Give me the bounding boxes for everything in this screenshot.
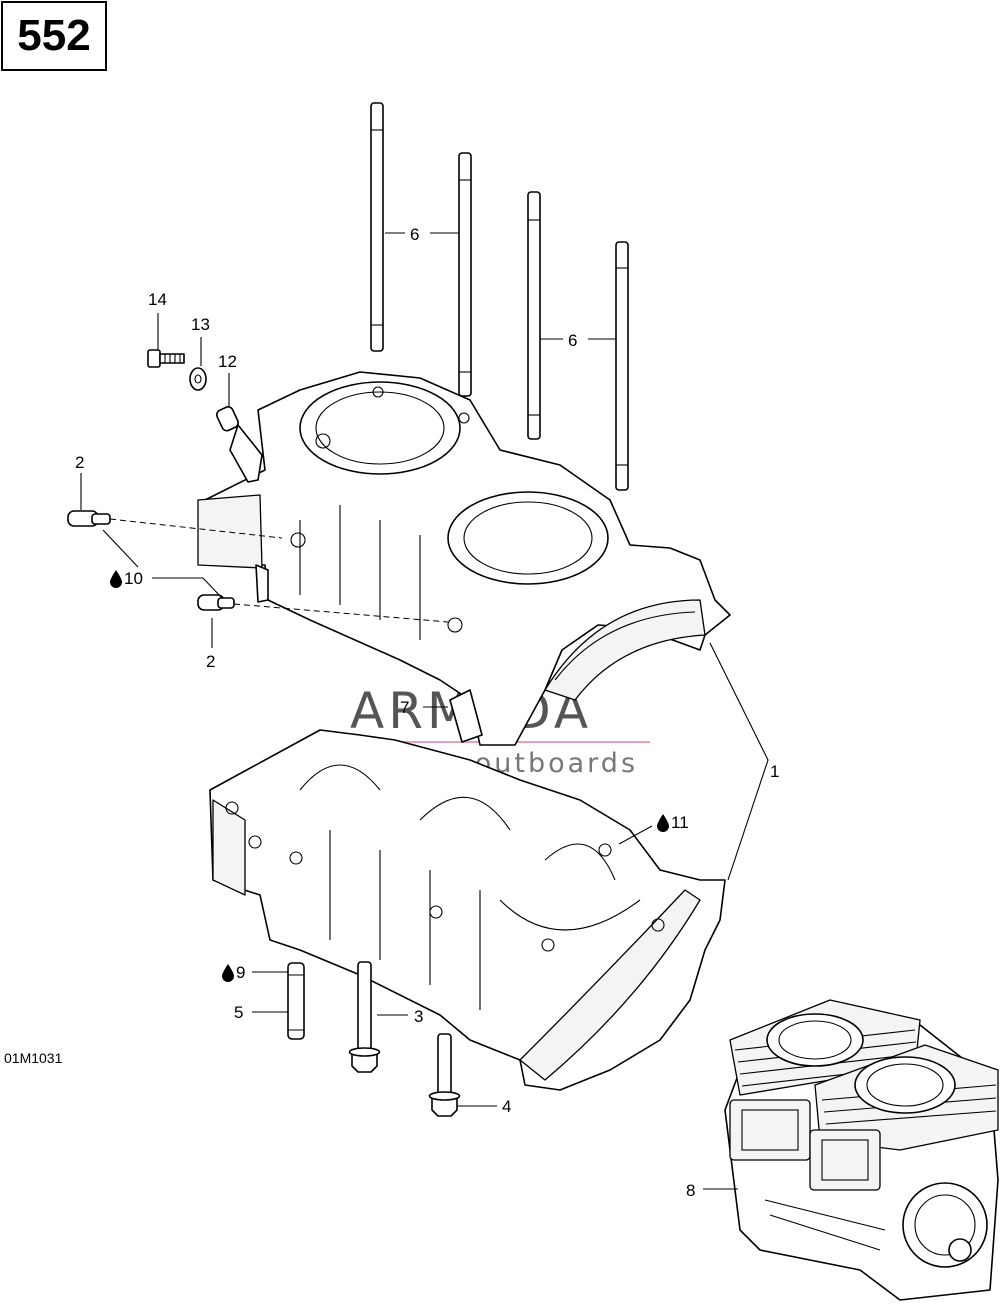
oil-drop-icon: [110, 570, 122, 588]
reference-code: 01M1031: [4, 1050, 63, 1066]
fitting-2-upper: [67, 510, 111, 527]
callout-10: 10: [124, 569, 143, 588]
stud-5: [287, 962, 305, 1040]
callout-3: 3: [414, 1007, 423, 1026]
page-number: 552: [1, 1, 107, 71]
upper-crankcase: [197, 371, 731, 746]
engine-assembly-8: [724, 999, 999, 1301]
fitting-2-lower: [197, 594, 235, 611]
callout-5: 5: [234, 1003, 243, 1022]
bolt-4: [428, 1033, 461, 1117]
leader-10b: [152, 577, 223, 599]
callout-4: 4: [502, 1097, 511, 1116]
callout-8: 8: [686, 1181, 695, 1200]
callout-13: 13: [191, 315, 210, 334]
plug-12: [215, 406, 239, 432]
washer-13: [189, 367, 207, 391]
lower-crankcase: [209, 729, 726, 1091]
screw-14: [147, 349, 185, 368]
leader-11: [618, 825, 653, 845]
dash-line-a: [109, 518, 283, 539]
callout-14: 14: [148, 290, 167, 309]
bolt-3: [348, 961, 381, 1073]
callout-2b: 2: [206, 652, 215, 671]
callout-1: 1: [770, 762, 779, 781]
callout-7: 7: [400, 698, 409, 717]
leader-1: [709, 642, 769, 881]
cylinder-stud-3: [527, 191, 541, 440]
callout-11: 11: [671, 813, 689, 832]
callout-6b: 6: [568, 331, 577, 350]
dash-line-b: [233, 603, 449, 623]
callout-12: 12: [218, 352, 237, 371]
cylinder-stud-2: [458, 152, 472, 397]
oil-drop-icon: [657, 814, 669, 832]
callout-2a: 2: [75, 453, 84, 472]
cylinder-stud-1: [370, 102, 384, 352]
callout-9: 9: [236, 963, 245, 982]
oil-drop-icon: [222, 964, 234, 982]
cylinder-stud-4: [615, 241, 629, 491]
leader-10a: [102, 529, 139, 568]
callout-6a: 6: [410, 225, 419, 244]
